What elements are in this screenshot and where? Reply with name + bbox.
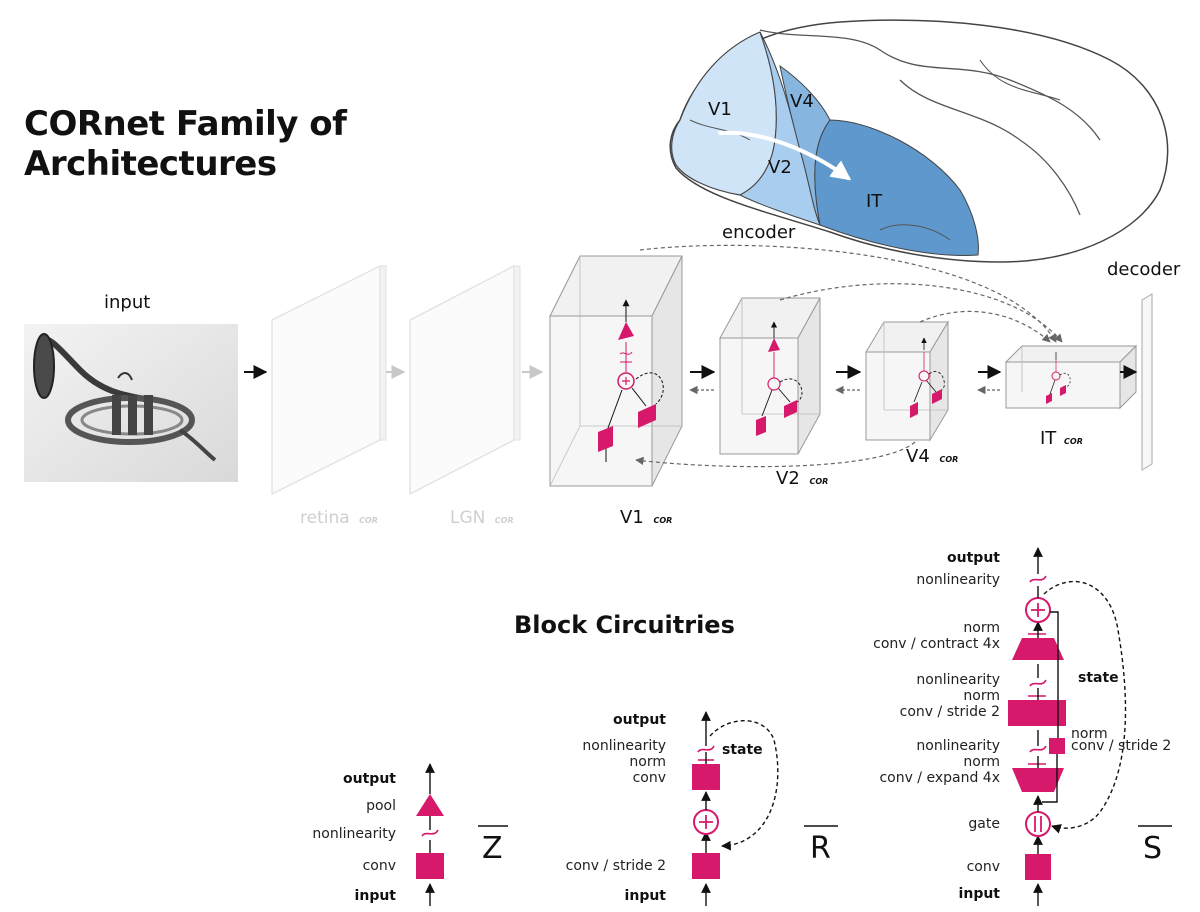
skip-arc-v1-it xyxy=(639,244,1057,343)
z-nonlinearity-label: nonlinearity xyxy=(312,826,396,842)
brain-label-it: IT xyxy=(866,191,883,212)
decoder-block xyxy=(1141,293,1153,471)
brain-label-v4: V4 xyxy=(790,91,814,112)
v1-label-sub: COR xyxy=(654,516,673,525)
z-input-label: input xyxy=(355,888,397,904)
s-norm-side-label: norm xyxy=(1071,726,1108,742)
s-norm-top-label: norm xyxy=(963,620,1000,636)
s-nonlinearity-mid-label: nonlinearity xyxy=(916,672,1000,688)
v4-label-sub: COR xyxy=(940,455,959,464)
z-conv-label: conv xyxy=(363,858,396,874)
brain-illustration: V1 V4 V2 IT xyxy=(669,19,1169,263)
s-norm-low-label: norm xyxy=(963,754,1000,770)
it-label-text: IT xyxy=(1040,428,1057,449)
r-nonlinearity-label: nonlinearity xyxy=(582,738,666,754)
v4-label: V4 COR xyxy=(906,446,958,467)
r-input-label: input xyxy=(625,888,667,904)
retina-label-sub: COR xyxy=(359,516,378,525)
input-image xyxy=(24,324,238,482)
brain-region-it xyxy=(814,119,979,256)
v2-block xyxy=(719,297,821,455)
r-conv-label: conv xyxy=(633,770,666,786)
encoder-label: encoder xyxy=(722,222,796,243)
retina-label-text: retina xyxy=(300,508,350,528)
z-block-letter: Z xyxy=(482,831,503,866)
z-block: output pool nonlinearity conv input Z xyxy=(312,763,508,906)
lgn-label: LGN COR xyxy=(450,508,514,528)
s-norm-mid-label: norm xyxy=(963,688,1000,704)
retina-label: retina COR xyxy=(300,508,378,528)
retina-block xyxy=(271,264,387,496)
s-stride-mid-label: conv / stride 2 xyxy=(900,704,1000,720)
input-label: input xyxy=(104,292,150,313)
s-output-label: output xyxy=(947,550,1000,566)
it-label-sub: COR xyxy=(1064,437,1083,446)
s-state-label: state xyxy=(1078,670,1119,686)
lgn-block xyxy=(409,264,521,496)
lgn-label-sub: COR xyxy=(495,516,514,525)
r-block: output nonlinearity norm conv state conv… xyxy=(566,711,838,906)
s-nonlinearity-top-label: nonlinearity xyxy=(916,572,1000,588)
it-label: IT COR xyxy=(1040,428,1083,449)
brain-label-v1: V1 xyxy=(708,99,732,120)
brain-label-v2: V2 xyxy=(768,157,792,178)
r-output-label: output xyxy=(613,712,666,728)
v1-block xyxy=(549,255,683,487)
s-conv-label: conv xyxy=(967,859,1000,875)
v2-label-sub: COR xyxy=(810,477,829,486)
s-block-letter: S xyxy=(1143,831,1162,866)
z-pool-label: pool xyxy=(366,798,396,814)
r-block-letter: R xyxy=(810,831,831,866)
lgn-label-text: LGN xyxy=(450,508,485,528)
r-conv-stride-label: conv / stride 2 xyxy=(566,858,666,874)
v2-label: V2 COR xyxy=(776,468,828,489)
v1-label: V1 COR xyxy=(620,507,672,528)
s-input-label: input xyxy=(959,886,1001,902)
s-contract-label: conv / contract 4x xyxy=(873,636,1000,652)
it-block xyxy=(1004,344,1138,410)
s-nonlinearity-low-label: nonlinearity xyxy=(916,738,1000,754)
v4-block xyxy=(865,320,949,442)
z-output-label: output xyxy=(343,771,396,787)
s-expand-label: conv / expand 4x xyxy=(879,770,1000,786)
v1-label-text: V1 xyxy=(620,507,644,528)
page-title: CORnet Family of Architectures xyxy=(24,104,347,185)
v2-label-text: V2 xyxy=(776,468,800,489)
block-circuitries-title: Block Circuitries xyxy=(514,611,735,639)
skip-arc-v2-it xyxy=(779,283,1063,343)
r-norm-label: norm xyxy=(629,754,666,770)
r-state-label: state xyxy=(722,742,763,758)
decoder-label: decoder xyxy=(1107,259,1181,280)
s-block: output nonlinearity norm conv / contract… xyxy=(873,547,1172,906)
v4-label-text: V4 xyxy=(906,446,930,467)
s-stride-side-label: conv / stride 2 xyxy=(1071,738,1171,754)
s-gate-label: gate xyxy=(968,816,1000,832)
feedback-arc-v4-v1 xyxy=(635,441,916,468)
